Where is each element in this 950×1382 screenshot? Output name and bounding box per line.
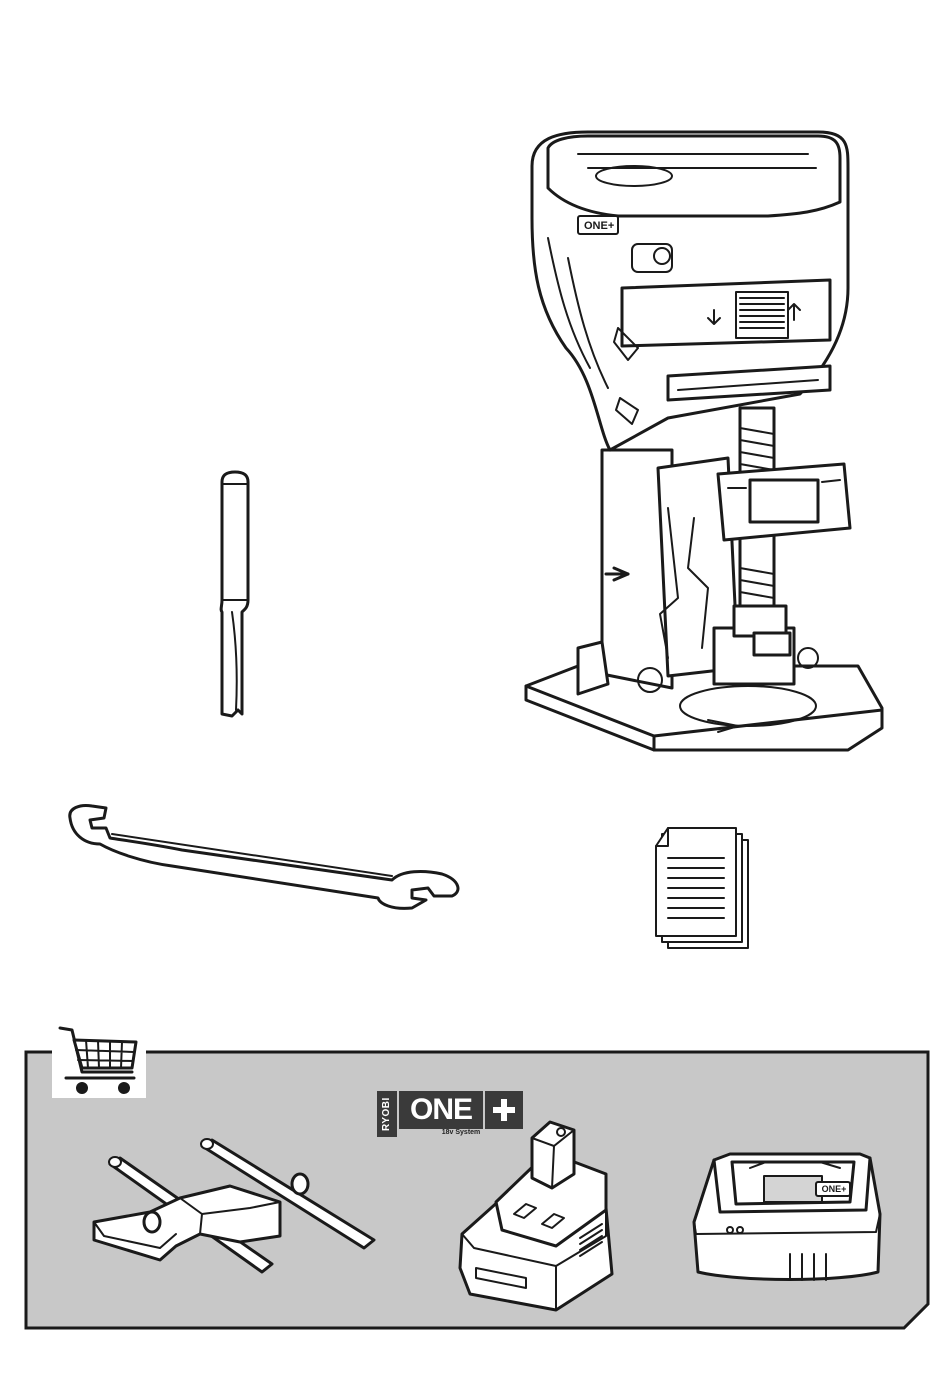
svg-text:ONE+: ONE+	[584, 220, 614, 232]
trim-router-illustration: ONE+	[518, 128, 890, 760]
logo-brand: RYOBI	[377, 1091, 397, 1137]
battery-pack-illustration	[456, 1118, 618, 1314]
wrench-illustration	[62, 800, 462, 910]
charger-badge: ONE+	[818, 1183, 850, 1195]
manual-documents-icon	[654, 826, 752, 952]
charger-illustration: ONE+	[690, 1150, 886, 1284]
router-bit-illustration	[214, 470, 256, 720]
shopping-cart-icon	[52, 1022, 146, 1098]
edge-guide-illustration	[90, 1138, 380, 1278]
